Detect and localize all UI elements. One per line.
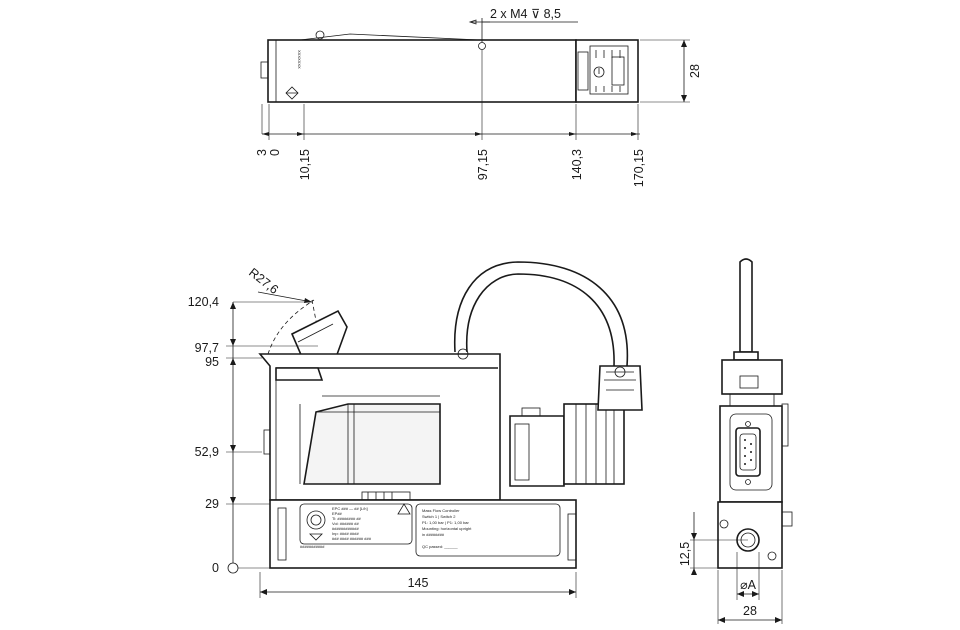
front-width-dim: 145: [408, 576, 429, 590]
front-h-95: 95: [205, 355, 219, 369]
top-x-3: 3: [255, 149, 269, 156]
end-width-dim: 28: [743, 604, 757, 618]
top-view: XXXXXXX 2 x M4 ⊽ 8,5 28: [255, 7, 702, 187]
front-label-right: Mass Flow Controller Switch 1 | Switch 2…: [422, 508, 472, 549]
front-connector: [509, 415, 565, 487]
front-radius-dim: R27,6: [246, 265, 281, 297]
svg-text:EP##: EP##: [332, 511, 343, 516]
end-height-dim: 12,5: [678, 542, 692, 566]
svg-text:Inp: #### ####: Inp: #### ####: [332, 531, 359, 536]
top-connector: [575, 39, 639, 103]
front-view: EPC ### — ## [L/h] EP## Ti: ######## ## …: [188, 261, 643, 598]
svg-text:Vol: ###### ##: Vol: ###### ##: [332, 521, 359, 526]
svg-text:Switch 1 | Switch 2: Switch 1 | Switch 2: [422, 514, 456, 519]
svg-text:Ti: ######## ##: Ti: ######## ##: [332, 516, 362, 521]
front-h-52-9: 52,9: [195, 445, 219, 459]
end-antenna: [739, 258, 753, 353]
front-h-0: 0: [212, 561, 219, 575]
top-x-10-15: 10,15: [298, 149, 312, 180]
top-side-marking: XXXXXXX: [297, 50, 302, 69]
end-bore-dim: ⌀A: [740, 578, 757, 592]
end-view: 12,5 ⌀A 28: [678, 258, 793, 624]
svg-text:Mass Flow Controller: Mass Flow Controller: [422, 508, 460, 513]
svg-text:Mounting: horizontal upright: Mounting: horizontal upright: [422, 526, 472, 531]
top-hole-callout: 2 x M4 ⊽ 8,5: [490, 7, 561, 21]
svg-text:EPC ### — ## [L/h]: EPC ### — ## [L/h]: [332, 506, 368, 511]
top-x-0: 0: [268, 149, 282, 156]
svg-text:### #### ###### ###: ### #### ###### ###: [332, 536, 372, 541]
svg-text:###########: ###########: [300, 544, 325, 549]
svg-text:############: ############: [332, 526, 359, 531]
top-body-outline: [267, 39, 577, 103]
end-dsub-connector: [735, 427, 761, 477]
svg-text:QC passed: ______: QC passed: ______: [422, 544, 458, 549]
front-cable: [453, 261, 629, 367]
top-x-97-15: 97,15: [476, 149, 490, 180]
svg-text:P1: 1,00 bar | P1: 1,00 bar: P1: 1,00 bar | P1: 1,00 bar: [422, 520, 470, 525]
front-h-120-4: 120,4: [188, 295, 219, 309]
svg-text:in ########: in ########: [422, 532, 445, 537]
top-height-dim: 28: [688, 64, 702, 78]
top-x-170-15: 170,15: [632, 149, 646, 187]
end-base: [717, 501, 783, 569]
front-h-97-7: 97,7: [195, 341, 219, 355]
front-h-29: 29: [205, 497, 219, 511]
top-x-140-3: 140,3: [570, 149, 584, 180]
front-label-left: EPC ### — ## [L/h] EP## Ti: ######## ## …: [300, 506, 372, 549]
